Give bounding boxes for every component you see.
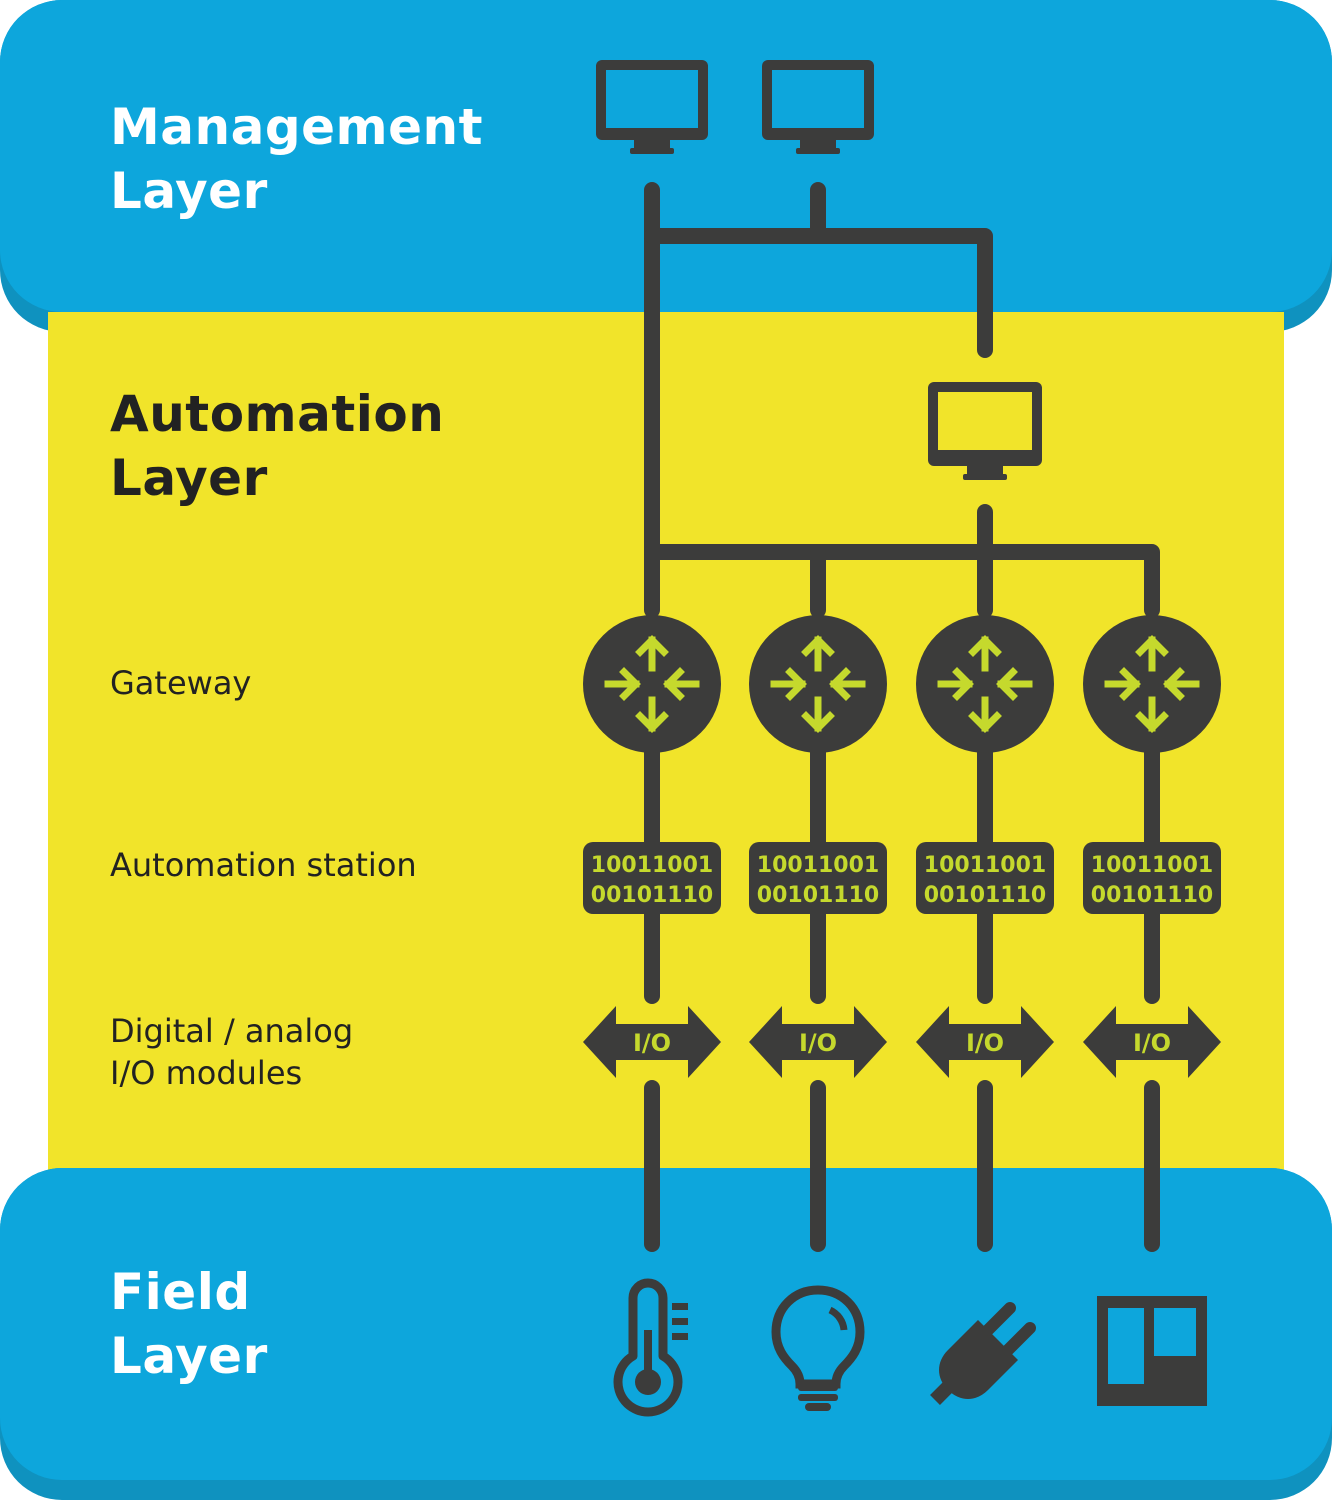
gateway-router-icon-3 — [916, 615, 1054, 753]
io-modules-label: Digital / analog I/O modules — [110, 1010, 353, 1094]
io-module-2: I/O — [749, 1006, 887, 1078]
connection-lines — [644, 182, 1160, 1252]
station-code-line1: 10011001 — [1091, 853, 1213, 878]
management-layer-band — [0, 0, 1332, 332]
station-code-line2: 00101110 — [591, 883, 713, 908]
io-module-label: I/O — [966, 1029, 1004, 1057]
io-module-label: I/O — [1133, 1029, 1171, 1057]
automation-station-2: 10011001 00101110 — [749, 842, 887, 914]
automation-station-4: 10011001 00101110 — [1083, 842, 1221, 914]
automation-layer-title: Automation Layer — [110, 382, 444, 510]
io-module-label: I/O — [799, 1029, 837, 1057]
automation-monitor-icon — [928, 382, 1042, 480]
gateway-router-icon-1 — [583, 615, 721, 753]
automation-station-3: 10011001 00101110 — [916, 842, 1054, 914]
station-code-line2: 00101110 — [757, 883, 879, 908]
management-monitor-icon-1 — [596, 60, 708, 154]
management-title-line1: Management — [110, 98, 484, 156]
field-title-line1: Field — [110, 1263, 251, 1321]
management-layer-title: Management Layer — [110, 95, 483, 223]
field-layer-title: Field Layer — [110, 1260, 268, 1388]
station-code-line1: 10011001 — [591, 853, 713, 878]
station-code-line2: 00101110 — [924, 883, 1046, 908]
automation-station-1: 10011001 00101110 — [583, 842, 721, 914]
io-label-line2: I/O modules — [110, 1054, 303, 1092]
station-code-line1: 10011001 — [924, 853, 1046, 878]
automation-title-line2: Layer — [110, 449, 268, 507]
power-plug-icon — [930, 1302, 1036, 1405]
station-code-line1: 10011001 — [757, 853, 879, 878]
gateway-router-icon-2 — [749, 615, 887, 753]
gateway-label: Gateway — [110, 664, 252, 702]
io-module-1: I/O — [583, 1006, 721, 1078]
window-panel-icon — [1097, 1296, 1207, 1406]
io-module-label: I/O — [633, 1029, 671, 1057]
light-bulb-icon — [771, 1285, 865, 1411]
io-module-3: I/O — [916, 1006, 1054, 1078]
thermometer-icon — [613, 1278, 688, 1417]
automation-title-line1: Automation — [110, 385, 445, 443]
management-monitor-icon-2 — [762, 60, 874, 154]
management-title-line2: Layer — [110, 162, 268, 220]
field-title-line2: Layer — [110, 1327, 268, 1385]
station-code-line2: 00101110 — [1091, 883, 1213, 908]
gateway-router-icon-4 — [1083, 615, 1221, 753]
io-module-4: I/O — [1083, 1006, 1221, 1078]
io-label-line1: Digital / analog — [110, 1012, 354, 1050]
management-layer-panel — [0, 0, 1332, 312]
automation-station-label: Automation station — [110, 846, 417, 884]
